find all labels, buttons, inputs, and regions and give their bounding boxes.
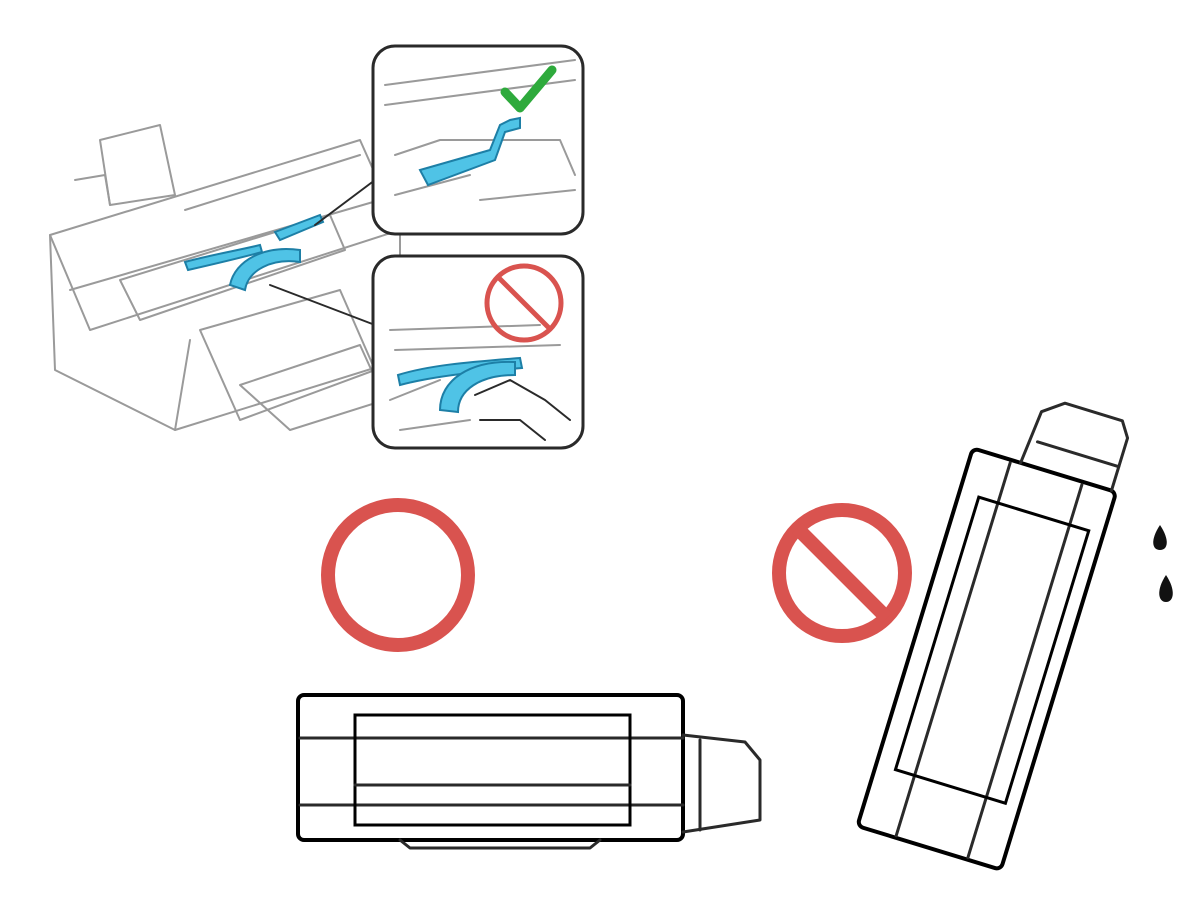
printer-level-illustration xyxy=(296,693,762,850)
inset-wrong xyxy=(371,254,585,450)
tape-loop xyxy=(228,248,301,292)
prohibited-tilt-icon xyxy=(772,503,912,643)
ok-circle-icon xyxy=(321,498,475,652)
tape-correct xyxy=(418,116,521,187)
inset-correct xyxy=(371,44,585,236)
prohibited-icon xyxy=(484,263,564,343)
printer-tilted-illustration xyxy=(856,401,1130,871)
checkmark-icon xyxy=(500,65,557,113)
tape-loop-wrong xyxy=(438,360,516,414)
printer-open-illustration xyxy=(49,124,401,431)
ink-drops-icon xyxy=(1153,525,1173,602)
tape-small xyxy=(273,213,325,242)
